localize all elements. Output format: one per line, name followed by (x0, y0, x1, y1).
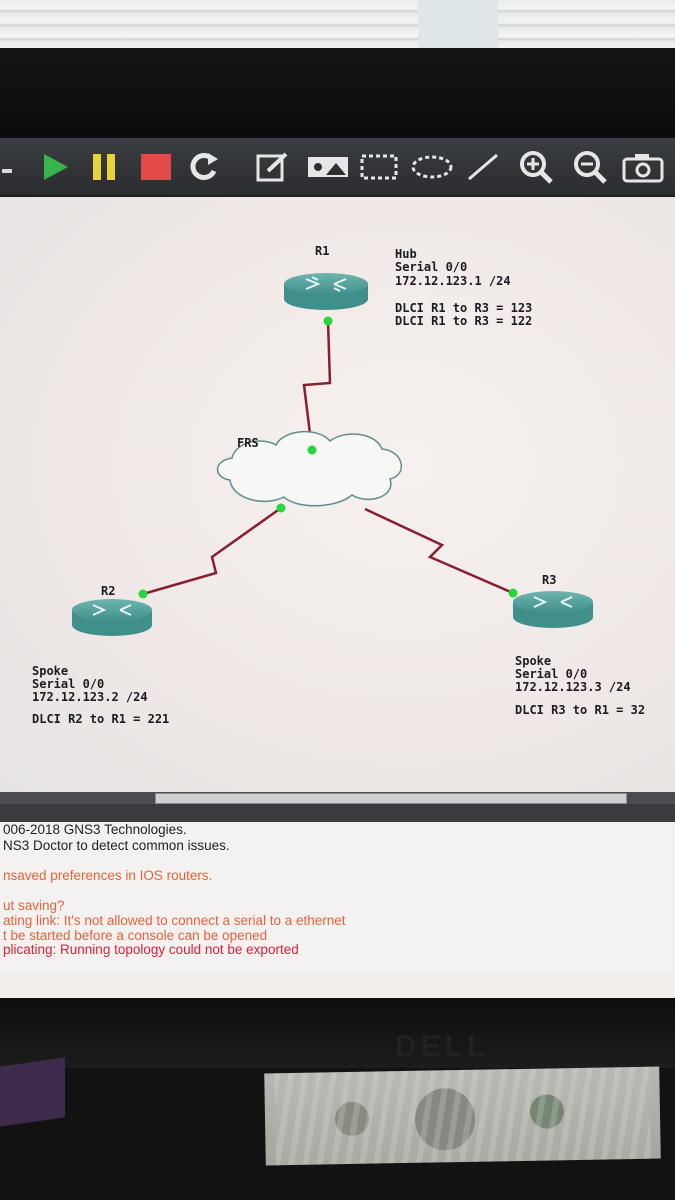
port-indicator (138, 589, 148, 599)
scrollbar-thumb[interactable] (155, 793, 627, 804)
frame-relay-switch-cloud[interactable] (216, 430, 403, 507)
console-line: ating link: It's not allowed to connect … (3, 913, 346, 928)
note-line: DLCI R1 to R3 = 122 (395, 314, 533, 328)
link-r1-frs[interactable] (302, 320, 332, 451)
port-indicator (307, 445, 317, 455)
monitor-bezel-top (0, 48, 675, 138)
stop-icon[interactable] (137, 150, 175, 184)
note-line: 172.12.123.2 /24 (32, 690, 148, 704)
zoom-in-icon[interactable] (516, 150, 556, 184)
insert-picture-icon[interactable] (305, 150, 351, 184)
dollar-bill (264, 1066, 661, 1166)
add-note-icon[interactable] (252, 150, 292, 184)
console-line: ut saving? (3, 898, 65, 913)
console-line: nsaved preferences in IOS routers. (3, 868, 213, 883)
note-line: 172.12.123.3 /24 (515, 680, 631, 694)
node-label-r3[interactable]: R3 (542, 573, 557, 587)
monitor-bezel-bottom (0, 998, 675, 1068)
topology-drawing (72, 273, 593, 636)
screenshot-icon[interactable] (620, 150, 666, 184)
note-line: Spoke (32, 664, 69, 678)
topology-canvas[interactable]: R1 FRS R2 R3 Hub Serial 0/0 172.12.123.1… (0, 197, 675, 792)
node-label-r1[interactable]: R1 (315, 244, 330, 258)
gns3-screen: R1 FRS R2 R3 Hub Serial 0/0 172.12.123.1… (0, 138, 675, 998)
note-line: Serial 0/0 (515, 667, 588, 681)
port-indicator (508, 588, 518, 598)
node-label-r2[interactable]: R2 (101, 584, 116, 598)
reload-icon[interactable] (186, 150, 224, 184)
toolbar (0, 138, 675, 197)
router-r3[interactable] (513, 591, 593, 628)
note-line: DLCI R3 to R1 = 32 (515, 703, 646, 717)
note-line: 172.12.123.1 /24 (395, 274, 511, 288)
zoom-out-icon[interactable] (570, 150, 610, 184)
node-label-frs[interactable]: FRS (237, 436, 259, 450)
book (0, 1057, 65, 1127)
tape (274, 1066, 651, 1166)
console-line: NS3 Doctor to detect common issues. (3, 838, 230, 853)
canvas-horizontal-scrollbar[interactable] (0, 792, 675, 804)
note-line: Spoke (515, 654, 552, 668)
note-line: Hub (395, 247, 417, 261)
toolbar-overflow-icon[interactable] (0, 150, 14, 184)
draw-rectangle-icon[interactable] (358, 150, 400, 184)
note-line: DLCI R2 to R1 = 221 (32, 712, 170, 726)
note-line: DLCI R1 to R3 = 123 (395, 301, 533, 315)
draw-ellipse-icon[interactable] (410, 150, 454, 184)
console-line: t be started before a console can be ope… (3, 928, 268, 943)
note-line: Serial 0/0 (395, 260, 468, 274)
port-indicator (276, 503, 286, 513)
console-splitter[interactable] (0, 804, 675, 822)
link-frs-r2[interactable] (142, 506, 282, 596)
link-frs-r3[interactable] (364, 507, 514, 595)
draw-line-icon[interactable] (464, 150, 502, 184)
pause-icon[interactable] (88, 150, 120, 184)
port-indicator (323, 316, 333, 326)
console-panel[interactable]: 006-2018 GNS3 Technologies. NS3 Doctor t… (0, 822, 675, 972)
console-line: plicating: Running topology could not be… (3, 942, 299, 957)
monitor-brand-logo: DELL (395, 1030, 490, 1063)
play-icon[interactable] (38, 150, 72, 184)
router-r2[interactable] (72, 599, 152, 636)
router-r1[interactable] (284, 273, 368, 310)
note-line: Serial 0/0 (32, 677, 105, 691)
console-line: 006-2018 GNS3 Technologies. (3, 822, 187, 837)
